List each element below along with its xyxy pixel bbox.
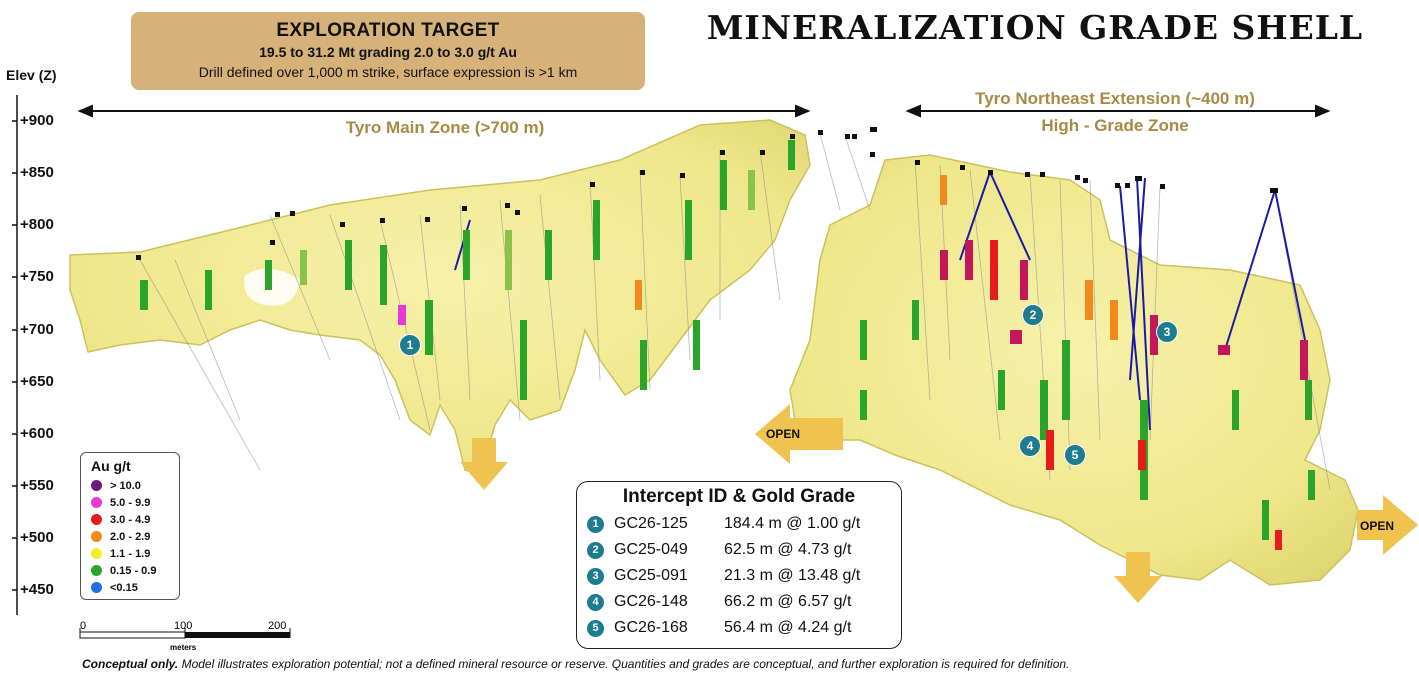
main-title: MINERALIZATION GRADE SHELL (706, 8, 1364, 47)
legend-item: 5.0 - 9.9 (91, 494, 179, 511)
exploration-target-title: EXPLORATION TARGET (276, 20, 500, 41)
elevation-tick: +750 (20, 268, 54, 285)
intercept-row: 1 GC26-125 184.4 m @ 1.00 g/t (587, 511, 901, 537)
legend-swatch (91, 531, 102, 542)
elevation-tick: +550 (20, 477, 54, 494)
northeast-span-arrow (905, 104, 1331, 118)
intercept-id: GC26-125 (614, 515, 688, 532)
map-badge-2: 2 (1022, 304, 1044, 326)
intercept-badge: 4 (587, 593, 604, 611)
intercept-id: GC25-091 (614, 567, 688, 584)
legend-title: Au g/t (91, 458, 131, 474)
elevation-tick: +700 (20, 321, 54, 338)
scale-tick-200: 200 (268, 620, 286, 632)
intercept-value: 21.3 m @ 13.48 g/t (724, 567, 861, 584)
elevation-tick: +900 (20, 112, 54, 129)
exploration-target-strike: Drill defined over 1,000 m strike, surfa… (198, 64, 578, 80)
main-zone-span-arrow (77, 104, 811, 118)
intercept-row: 5 GC26-168 56.4 m @ 4.24 g/t (587, 615, 901, 641)
elevation-tick: +650 (20, 373, 54, 390)
open-arrow-right (1357, 495, 1418, 555)
exploration-target-grade: 19.5 to 31.2 Mt grading 2.0 to 3.0 g/t A… (259, 44, 517, 60)
down-arrow-main (460, 438, 508, 490)
intercept-badge: 3 (587, 567, 604, 585)
intercept-value: 56.4 m @ 4.24 g/t (724, 619, 852, 636)
scale-unit: meters (170, 643, 197, 652)
intercept-table: Intercept ID & Gold Grade 1 GC26-125 184… (576, 481, 902, 649)
map-badge-4: 4 (1019, 435, 1041, 457)
intercept-row: 2 GC25-049 62.5 m @ 4.73 g/t (587, 537, 901, 563)
intercept-badge: 1 (587, 515, 604, 533)
intercept-badge: 5 (587, 619, 604, 637)
elevation-tick: +800 (20, 216, 54, 233)
intercept-id: GC26-168 (614, 619, 688, 636)
intercept-id: GC26-148 (614, 593, 688, 610)
legend-item: 0.15 - 0.9 (91, 562, 179, 579)
scale-tick-0: 0 (80, 620, 86, 632)
open-label-right: OPEN (1360, 519, 1395, 533)
intercept-id: GC25-049 (614, 541, 688, 558)
elevation-tick: +600 (20, 425, 54, 442)
intercept-value: 66.2 m @ 6.57 g/t (724, 593, 852, 610)
map-badge-1: 1 (399, 334, 421, 356)
map-badge-3: 3 (1156, 321, 1178, 343)
legend-label: 2.0 - 2.9 (110, 530, 151, 543)
scale-bar: 0 100 200 meters (79, 620, 291, 652)
elevation-axis (12, 95, 18, 615)
open-label-left: OPEN (766, 427, 801, 441)
main-zone-shell (69, 119, 811, 476)
legend-label: 3.0 - 4.9 (110, 513, 151, 526)
elevation-tick: +450 (20, 581, 54, 598)
legend-label: 0.15 - 0.9 (110, 564, 157, 577)
down-arrow-northeast (1114, 552, 1162, 603)
legend-item: <0.15 (91, 579, 179, 596)
intercept-row: 3 GC25-091 21.3 m @ 13.48 g/t (587, 563, 901, 589)
footer-disclaimer: Conceptual only. Model illustrates explo… (82, 657, 1069, 671)
intercept-row: 4 GC26-148 66.2 m @ 6.57 g/t (587, 589, 901, 615)
legend-swatch (91, 480, 102, 491)
grade-legend: Au g/t > 10.0 5.0 - 9.9 3.0 - 4.9 2.0 - … (80, 452, 180, 600)
intercept-table-title: Intercept ID & Gold Grade (622, 486, 856, 507)
open-arrow-left (755, 404, 843, 464)
intercept-value: 62.5 m @ 4.73 g/t (724, 541, 852, 558)
legend-item: 3.0 - 4.9 (91, 511, 179, 528)
legend-label: > 10.0 (110, 479, 141, 492)
elevation-axis-label: Elev (Z) (6, 67, 57, 83)
legend-label: 5.0 - 9.9 (110, 496, 151, 509)
legend-swatch (91, 548, 102, 559)
legend-label: 1.1 - 1.9 (110, 547, 151, 560)
main-zone-label: Tyro Main Zone (>700 m) (345, 118, 545, 137)
legend-label: <0.15 (110, 581, 138, 594)
legend-item: 2.0 - 2.9 (91, 528, 179, 545)
intercept-value: 184.4 m @ 1.00 g/t (724, 515, 861, 532)
high-grade-zone-label: High - Grade Zone (1041, 116, 1189, 135)
map-badge-5: 5 (1064, 444, 1086, 466)
scale-tick-100: 100 (174, 620, 192, 632)
footer-bold: Conceptual only. (82, 657, 179, 671)
legend-swatch (91, 565, 102, 576)
elevation-tick: +500 (20, 529, 54, 546)
grade-intercepts (140, 140, 1315, 550)
intercept-badge: 2 (587, 541, 604, 559)
legend-swatch (91, 497, 102, 508)
legend-swatch (91, 582, 102, 593)
footer-text: Model illustrates exploration potential;… (178, 657, 1070, 671)
exploration-target-box: EXPLORATION TARGET 19.5 to 31.2 Mt gradi… (131, 12, 645, 90)
legend-swatch (91, 514, 102, 525)
elevation-tick: +850 (20, 164, 54, 181)
legend-item: > 10.0 (91, 477, 179, 494)
legend-item: 1.1 - 1.9 (91, 545, 179, 562)
northeast-extension-label: Tyro Northeast Extension (~400 m) (975, 89, 1255, 108)
drill-collars (136, 127, 1278, 260)
main-zone-shell-hole (244, 268, 300, 306)
